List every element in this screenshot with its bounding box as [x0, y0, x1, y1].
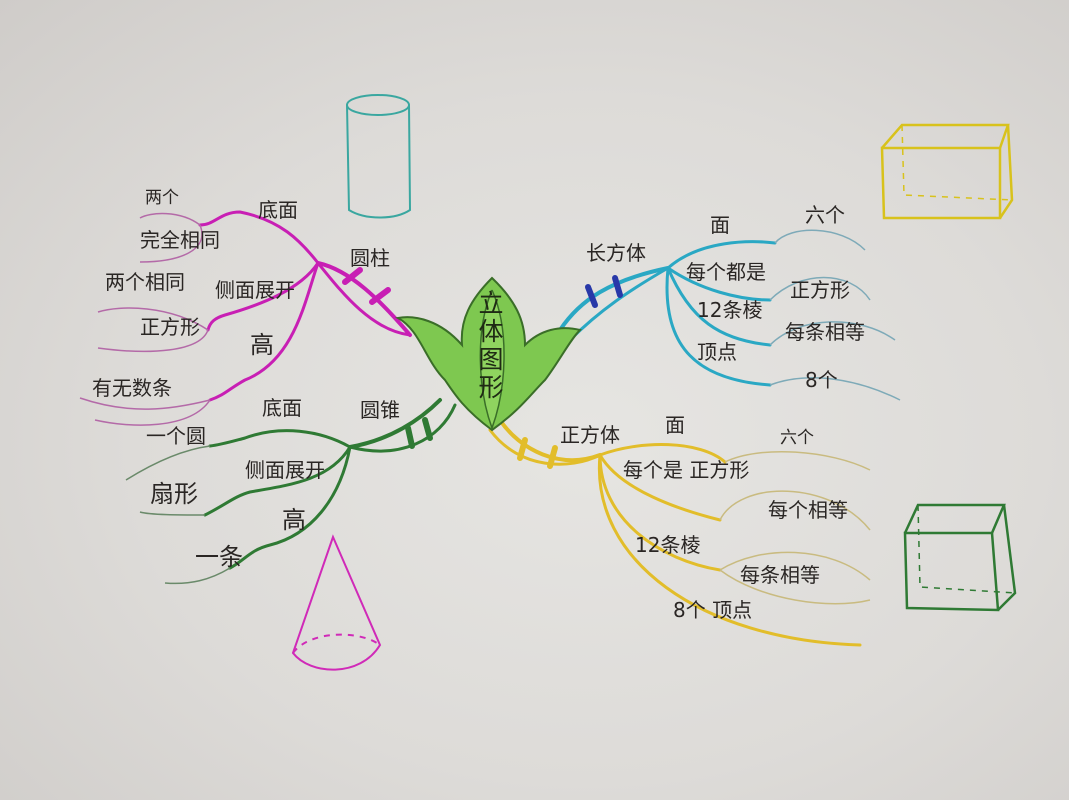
cylinder-branch [198, 210, 412, 402]
cone-label: 圆锥 [360, 398, 400, 422]
cuboid-edge-detail: 每条相等 [785, 320, 865, 344]
cuboid-vertex-detail: 8个 [805, 368, 838, 392]
cylinder-drawing [346, 94, 412, 219]
cube-face-detail: 六个 [780, 428, 814, 448]
cuboid-face-shape-detail: 正方形 [790, 278, 850, 302]
cuboid-edge-label: 12条棱 [697, 298, 763, 322]
cylinder-label: 圆柱 [350, 246, 390, 270]
cuboid-face-label: 面 [710, 213, 730, 237]
cube-edge-detail: 每条相等 [740, 563, 820, 587]
cone-height-label: 高 [282, 506, 306, 534]
cuboid-drawing [880, 123, 1014, 220]
cuboid-label: 长方体 [586, 241, 646, 265]
cylinder-bottom-detail: 两个 [145, 188, 179, 208]
cone-side-detail: 扇形 [150, 480, 198, 508]
cone-branch [203, 398, 457, 570]
cylinder-bottom-detail: 完全相同 [140, 228, 220, 252]
cube-branch [488, 418, 862, 647]
cylinder-height-label: 高 [250, 331, 274, 359]
cuboid-vertex-label: 顶点 [697, 340, 737, 364]
cylinder-side-detail: 两个相同 [105, 270, 185, 294]
cone-bottom-label: 底面 [262, 396, 302, 420]
cube-drawing [903, 503, 1017, 612]
center-leaf [395, 276, 582, 432]
cube-face-shape-detail: 每个相等 [768, 498, 848, 522]
cuboid-branch [558, 240, 777, 387]
cone-side-label: 侧面展开 [245, 458, 325, 482]
cylinder-leaves [79, 212, 211, 426]
center-title: 立体图形 [478, 289, 504, 402]
cylinder-side-label: 侧面展开 [215, 278, 295, 302]
cone-leaves [125, 445, 231, 585]
cube-label: 正方体 [560, 423, 620, 447]
cylinder-side-detail: 正方形 [140, 315, 200, 339]
cone-drawing [291, 534, 382, 671]
cone-bottom-detail: 一个圆 [146, 424, 206, 448]
cube-vertex-label: 8个 顶点 [673, 598, 753, 622]
cuboid-face-shape-label: 每个都是 [686, 260, 766, 284]
cone-height-detail: 一条 [195, 543, 243, 571]
cube-face-shape-label: 每个是 正方形 [623, 458, 750, 482]
cuboid-face-detail: 六个 [805, 203, 845, 227]
cube-face-label: 面 [665, 413, 685, 437]
cuboid-leaves [769, 229, 901, 401]
cylinder-bottom-label: 底面 [258, 198, 298, 222]
cube-leaves [719, 450, 871, 605]
cube-edge-label: 12条棱 [635, 533, 701, 557]
cylinder-height-detail: 有无数条 [92, 376, 172, 400]
